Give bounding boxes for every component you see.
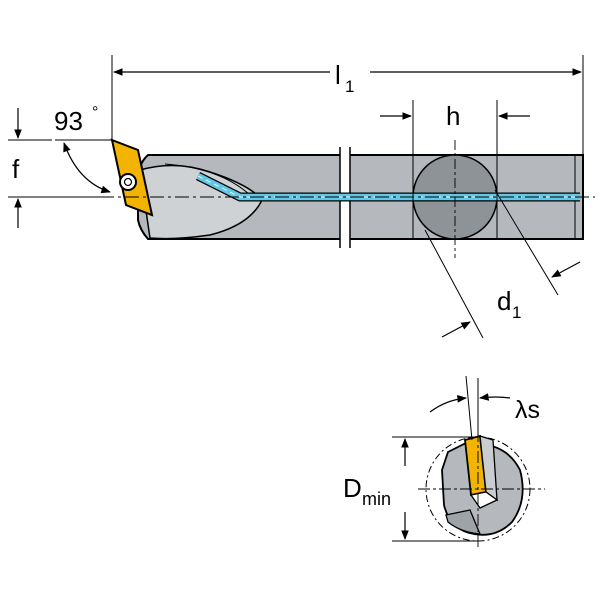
label-angle: 93 <box>54 106 83 136</box>
label-l1-sub: 1 <box>345 77 354 96</box>
dimension-l1 <box>111 55 584 155</box>
dimension-h <box>380 100 530 240</box>
label-lambda-s: λs <box>515 396 540 424</box>
label-dmin: D <box>343 473 362 503</box>
label-d1: d <box>497 286 511 316</box>
dimension-angle <box>55 139 112 194</box>
label-dmin-sub: min <box>362 489 391 509</box>
dimension-dmin <box>392 436 478 542</box>
label-h: h <box>446 101 460 131</box>
label-angle-deg: ° <box>92 104 98 121</box>
label-d1-sub: 1 <box>512 303 521 322</box>
label-l1: l <box>335 60 341 90</box>
front-view <box>418 430 545 550</box>
cutting-insert <box>110 138 154 217</box>
dimension-lambda-s <box>429 375 511 441</box>
coolant-channel <box>195 171 580 202</box>
centerlines <box>100 140 595 258</box>
label-f: f <box>12 154 20 184</box>
dimension-d1 <box>424 189 581 339</box>
dimension-f <box>8 108 100 228</box>
